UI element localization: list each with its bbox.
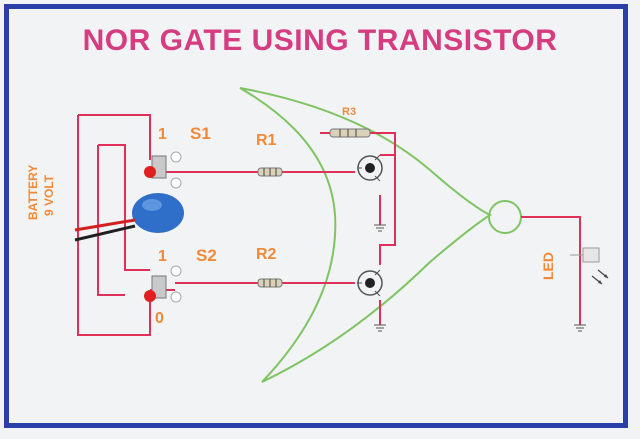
switch-s2-label: S2 (196, 246, 217, 265)
resistor-r3-icon (329, 128, 371, 138)
battery-voltage: 9 VOLT (42, 174, 56, 216)
switch-s2-off-label: 0 (155, 310, 164, 327)
switch-s2-icon (144, 265, 182, 303)
led-icon (570, 247, 609, 285)
resistor-r1-label: R1 (256, 132, 277, 149)
resistor-r2-icon (257, 278, 283, 288)
nor-gate-body (239, 87, 493, 383)
battery-label: BATTERY (26, 164, 40, 220)
resistor-r1-icon (257, 167, 283, 177)
switch-s2-on-label: 1 (158, 248, 167, 265)
battery-icon (74, 193, 184, 242)
resistor-r2-label: R2 (256, 246, 277, 263)
switch-s1-icon (144, 151, 182, 189)
input-wiring (77, 114, 581, 336)
resistor-r3-label: R3 (342, 106, 357, 118)
nor-gate-bubble (488, 200, 522, 234)
transistor-q2-icon (357, 269, 383, 297)
page-title: NOR GATE USING TRANSISTOR (82, 24, 558, 57)
board-border (4, 4, 628, 428)
switch-s1-label: S1 (190, 124, 211, 143)
ground-icons (374, 224, 586, 332)
led-label: LED (540, 252, 556, 280)
switch-s1-on-label: 1 (158, 126, 167, 143)
transistor-q1-icon (357, 154, 383, 182)
